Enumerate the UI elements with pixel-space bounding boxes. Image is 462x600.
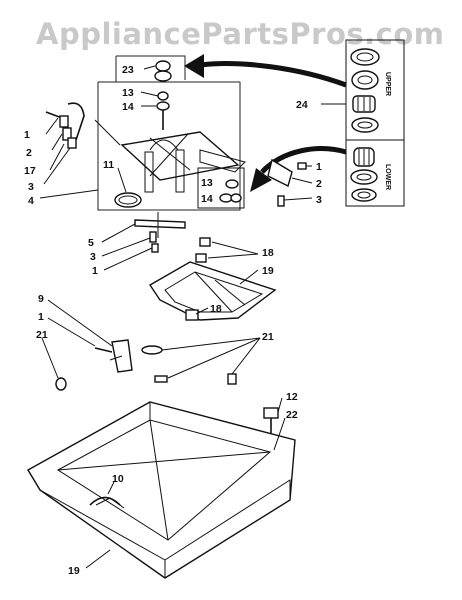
callout-13-upper: 13	[122, 87, 134, 99]
base-frame	[27, 401, 296, 579]
callout-11: 10	[112, 473, 124, 485]
clip-part	[55, 377, 67, 391]
callout-24: 24	[296, 99, 308, 111]
callout-21: 21	[36, 329, 48, 341]
callout-12: 12	[286, 391, 298, 403]
callout-14-lower: 14	[201, 193, 213, 205]
left-mounting-hardware	[45, 102, 85, 149]
arrow-to-upper	[184, 54, 347, 88]
bearing-inset-box: UPPER LOWER	[345, 39, 405, 207]
top-shaft-parts	[154, 60, 172, 130]
arrow-to-lower	[250, 146, 347, 192]
callout-numbers: 23 13 14 1 2 17 3 4 11 13 14 1 2 3 24 5 …	[24, 64, 322, 577]
lower-bracket-hardware	[134, 212, 186, 253]
callout-15: 17	[24, 165, 36, 177]
callout-16-top: 18	[262, 247, 274, 259]
callout-3-right: 3	[316, 194, 322, 206]
leader-lines	[39, 65, 346, 569]
watermark-text: AppliancePartsPros.com	[36, 17, 444, 51]
callout-19: 19	[68, 565, 80, 577]
upper-label: UPPER	[384, 72, 391, 96]
callout-2-left: 2	[26, 147, 32, 159]
actuator-part	[94, 339, 133, 373]
callout-2-right: 2	[316, 178, 322, 190]
callout-16-bottom: 18	[210, 303, 222, 315]
callout-14-upper: 14	[122, 101, 134, 113]
upper-bearing-parts	[350, 48, 380, 133]
callout-10: 11	[103, 159, 114, 171]
callout-1-right: 1	[316, 161, 322, 173]
lower-bearing-parts	[350, 147, 378, 202]
callout-22: 22	[286, 409, 298, 421]
lower-bushing-box	[197, 167, 245, 209]
callout-1-lower: 1	[38, 311, 44, 323]
suspension-plate	[149, 237, 277, 321]
callout-4: 4	[28, 195, 34, 207]
callout-1-mid: 1	[92, 265, 98, 277]
lower-label: LOWER	[384, 164, 391, 190]
callout-9: 9	[38, 293, 44, 305]
callout-5: 5	[88, 237, 94, 249]
right-mounting-hardware	[267, 158, 307, 207]
callout-13-lower: 13	[201, 177, 213, 189]
callout-17: 19	[262, 265, 274, 277]
callout-3-left: 3	[28, 181, 34, 193]
callout-23: 23	[122, 64, 134, 76]
gearcase-body	[94, 119, 246, 193]
callout-18: 21	[262, 331, 274, 343]
callout-3-mid: 3	[90, 251, 96, 263]
retainer-clips	[141, 345, 237, 385]
callout-1-left-top: 1	[24, 129, 30, 141]
belt-ring	[114, 192, 142, 208]
gearcase-assembly-box	[97, 55, 241, 211]
